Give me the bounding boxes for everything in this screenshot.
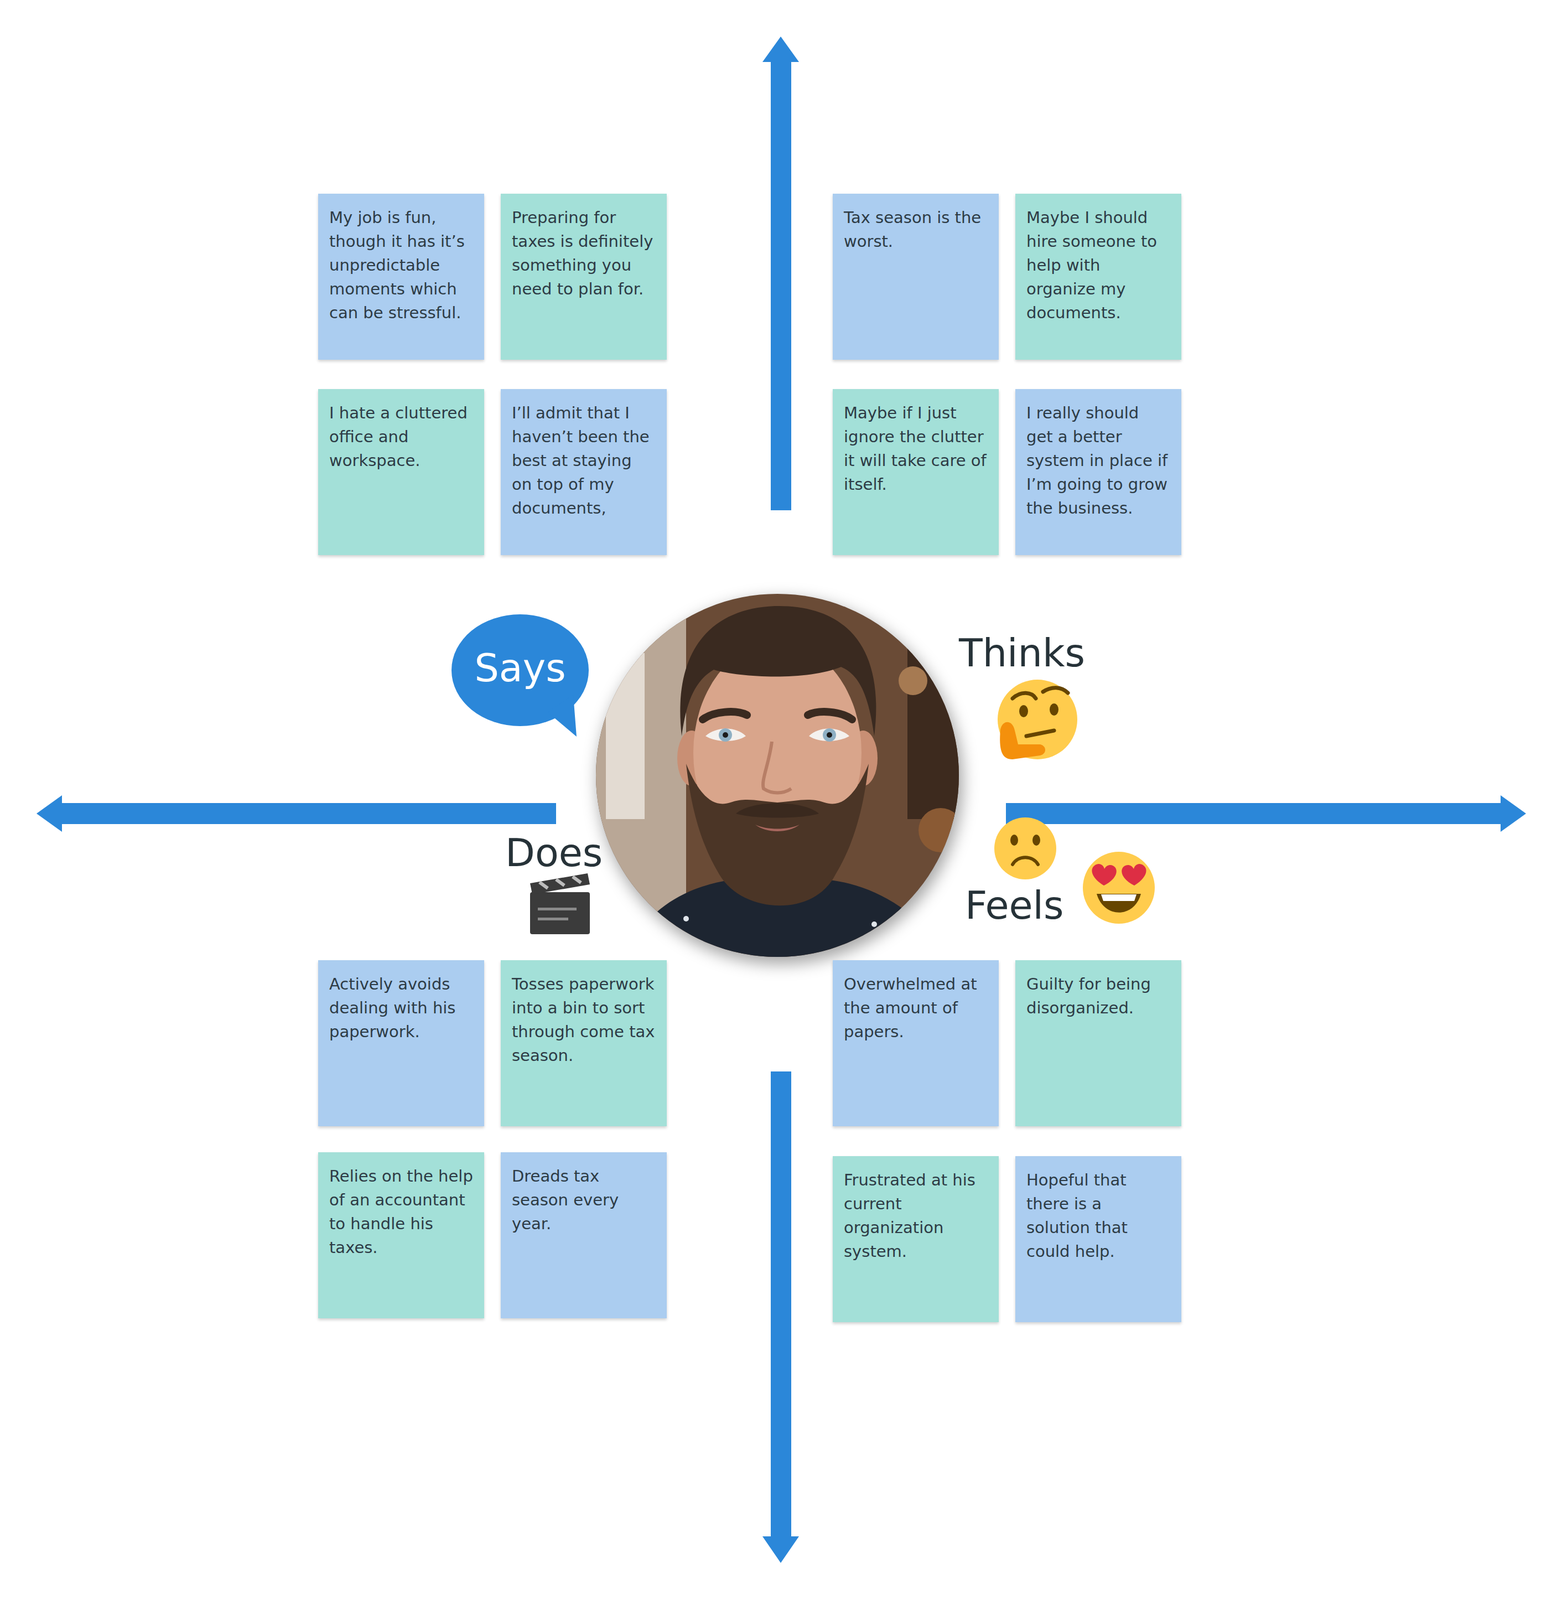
sticky-note: Relies on the help of an accountant to h… [318,1151,485,1318]
axis-arrows [36,36,1527,1563]
note-text: I hate a cluttered office and workspace. [329,401,474,473]
sticky-note: My job is fun, though it has it’s unpred… [318,193,485,360]
sticky-note: I’ll admit that I haven’t been the best … [500,388,667,555]
portrait-photo [592,592,969,974]
quadrant-title: Thinks [958,631,1086,674]
note-text: I really should get a better system in p… [1026,401,1171,521]
quadrant-title: Feels [964,884,1065,927]
clapperboard-icon [530,873,590,934]
sticky-note: I really should get a better system in p… [1015,388,1182,555]
sticky-note: Overwhelmed at the amount of papers. [832,959,999,1126]
note-text: Actively avoids dealing with his paperwo… [329,972,474,1044]
sticky-note: Tax season is the worst. [832,193,999,360]
sticky-note: Dreads tax season every year. [500,1151,667,1318]
note-text: Overwhelmed at the amount of papers. [843,972,988,1044]
sticky-note: Hopeful that there is a solution that co… [1015,1155,1182,1322]
note-text: Frustrated at his current organization s… [843,1168,988,1264]
sticky-note: I hate a cluttered office and workspace. [318,388,485,555]
sticky-note: Preparing for taxes is definitely someth… [500,193,667,360]
sticky-note: Maybe if I just ignore the clutter it wi… [832,388,999,555]
sticky-note: Maybe I should hire someone to help with… [1015,193,1182,360]
quadrant-title: Says [474,645,566,690]
note-text: Maybe I should hire someone to help with… [1026,205,1171,325]
heart-eyes-emoji [1082,851,1155,924]
quadrant-title: Does [505,831,603,874]
note-text: Maybe if I just ignore the clutter it wi… [843,401,988,497]
note-text: I’ll admit that I haven’t been the best … [511,401,656,521]
note-text: Tosses paperwork into a bin to sort thro… [511,972,656,1068]
thinking-emoji [997,679,1078,760]
note-text: Guilty for being disorganized. [1026,972,1171,1020]
sticky-note: Frustrated at his current organization s… [832,1155,999,1322]
note-text: Tax season is the worst. [843,205,988,254]
note-text: Relies on the help of an accountant to h… [329,1164,474,1260]
sticky-note: Tosses paperwork into a bin to sort thro… [500,959,667,1126]
sticky-note: Actively avoids dealing with his paperwo… [318,959,485,1126]
note-text: Hopeful that there is a solution that co… [1026,1168,1171,1264]
sad-emoji [994,817,1057,880]
sticky-note: Guilty for being disorganized. [1015,959,1182,1126]
speech-bubble: Says [448,611,593,742]
note-text: My job is fun, though it has it’s unpred… [329,205,474,325]
note-text: Dreads tax season every year. [511,1164,656,1236]
note-text: Preparing for taxes is definitely someth… [511,205,656,302]
